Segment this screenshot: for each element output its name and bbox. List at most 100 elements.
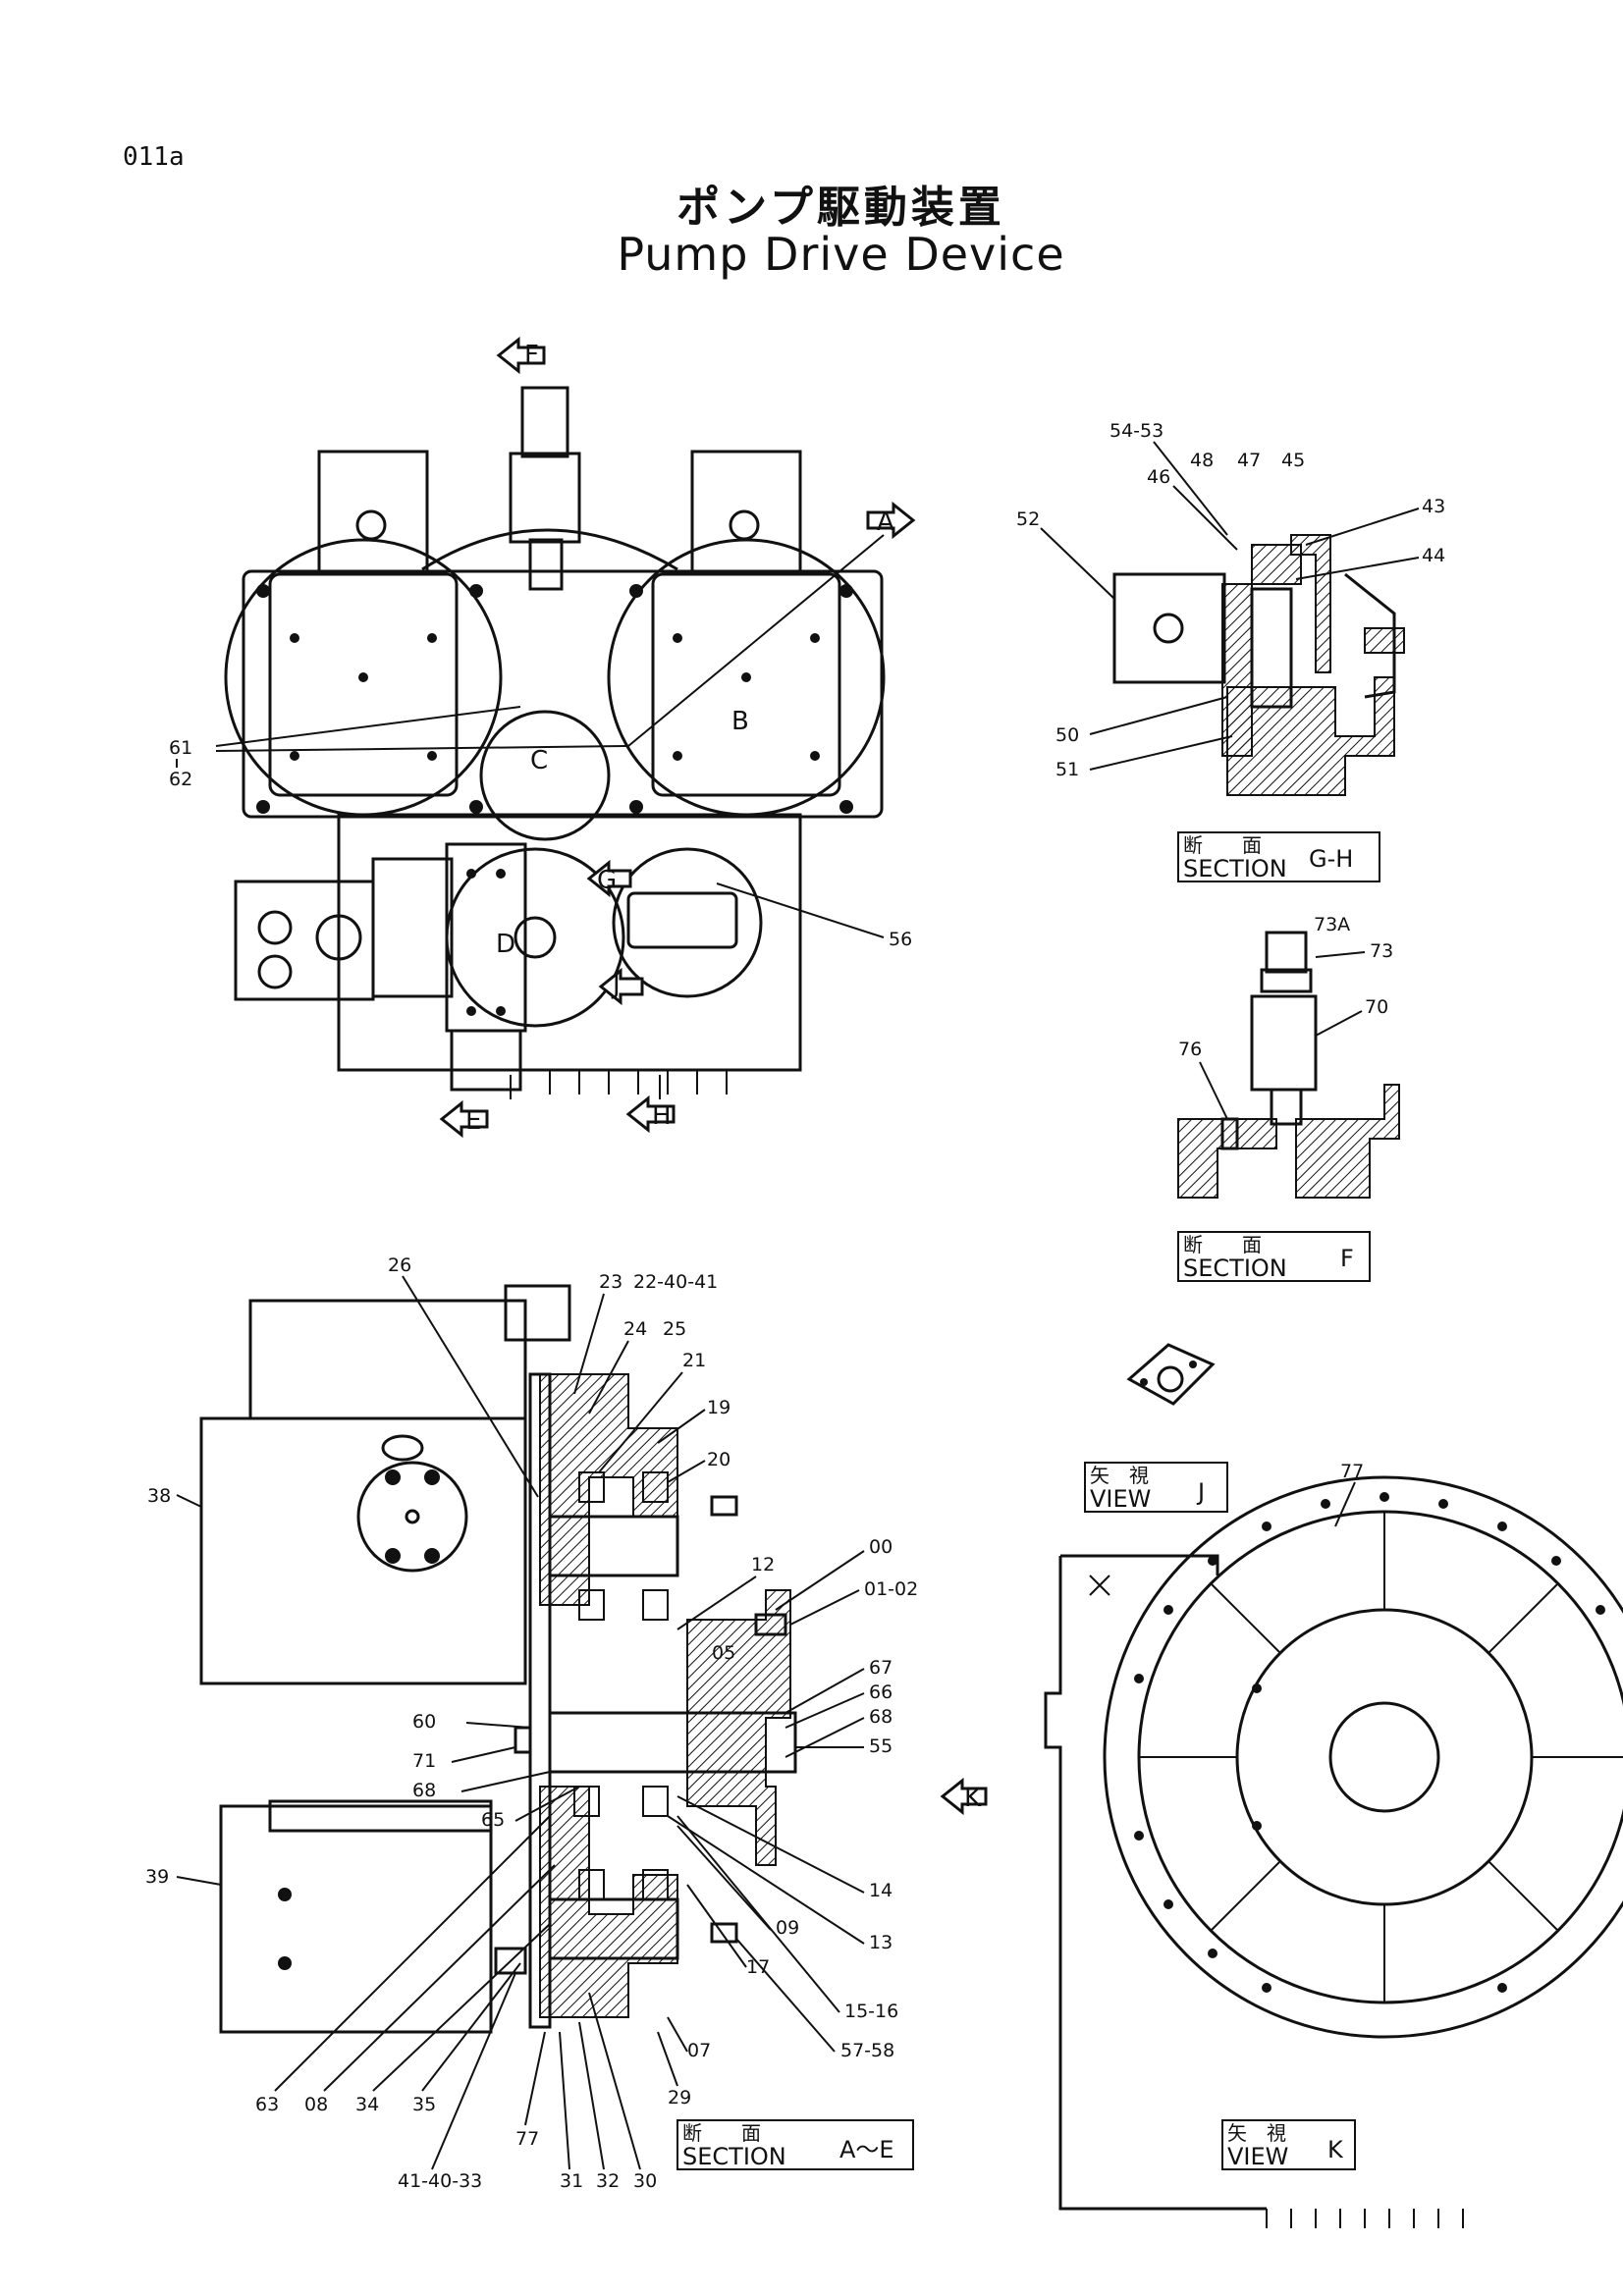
svg-text:矢 視: 矢 視 xyxy=(1090,1464,1149,1487)
view-j-label: 矢 視 VIEW J xyxy=(1084,1462,1228,1513)
svg-text:14: 14 xyxy=(869,1880,893,1901)
svg-text:30: 30 xyxy=(633,2170,657,2192)
svg-text:20: 20 xyxy=(707,1449,730,1470)
svg-text:44: 44 xyxy=(1422,545,1445,566)
svg-text:77: 77 xyxy=(515,2128,539,2150)
svg-text:08: 08 xyxy=(304,2094,328,2115)
svg-text:01-02: 01-02 xyxy=(864,1578,918,1600)
svg-text:47: 47 xyxy=(1237,450,1261,471)
svg-text:55: 55 xyxy=(869,1735,893,1757)
callout-56: 56 xyxy=(889,929,912,950)
section-ae-label: 断 面 SECTION A～E xyxy=(676,2119,914,2170)
svg-text:51: 51 xyxy=(1055,759,1079,780)
svg-text:43: 43 xyxy=(1422,496,1445,517)
svg-text:J: J xyxy=(1196,1478,1205,1506)
section-f-label: 断 面 SECTION F xyxy=(1177,1231,1371,1282)
arrow-h: H xyxy=(625,1095,676,1134)
label-b: B xyxy=(731,707,749,736)
svg-text:26: 26 xyxy=(388,1255,411,1276)
svg-text:F: F xyxy=(524,341,539,370)
svg-text:19: 19 xyxy=(707,1397,730,1418)
svg-text:38: 38 xyxy=(147,1485,171,1507)
svg-text:39: 39 xyxy=(145,1866,169,1888)
svg-text:35: 35 xyxy=(412,2094,436,2115)
svg-text:63: 63 xyxy=(255,2094,279,2115)
section-gh-label: 断 面 SECTION G-H xyxy=(1177,831,1380,882)
svg-text:断 面: 断 面 xyxy=(682,2121,761,2145)
section-f-callouts: 73A 73 70 76 xyxy=(1178,914,1393,1120)
svg-text:09: 09 xyxy=(776,1917,799,1939)
svg-text:J: J xyxy=(611,971,621,1000)
svg-text:25: 25 xyxy=(663,1318,686,1340)
svg-text:00: 00 xyxy=(869,1536,893,1558)
svg-text:G-H: G-H xyxy=(1309,845,1353,873)
svg-text:15-16: 15-16 xyxy=(844,2001,898,2022)
svg-text:68: 68 xyxy=(412,1780,436,1801)
title-english: Pump Drive Device xyxy=(617,228,1065,281)
svg-text:VIEW: VIEW xyxy=(1090,1485,1151,1513)
svg-text:76: 76 xyxy=(1178,1039,1202,1060)
arrow-f-top: F xyxy=(496,336,546,375)
callout-77-k: 77 xyxy=(1340,1461,1364,1482)
arrow-j-top: J xyxy=(598,967,644,1006)
svg-text:32: 32 xyxy=(596,2170,620,2192)
section-gh-callouts: 54-53 48 47 45 46 52 43 44 50 51 xyxy=(1016,420,1445,780)
section-gh-drawing xyxy=(1112,534,1405,796)
svg-text:48: 48 xyxy=(1190,450,1214,471)
svg-text:矢 視: 矢 視 xyxy=(1227,2121,1286,2145)
svg-text:23: 23 xyxy=(599,1271,622,1293)
svg-text:57-58: 57-58 xyxy=(840,2040,894,2061)
arrow-a: A xyxy=(866,501,916,540)
top-view-assembly xyxy=(224,386,886,1095)
svg-text:SECTION: SECTION xyxy=(1183,1255,1287,1282)
svg-text:67: 67 xyxy=(869,1657,893,1679)
svg-text:E: E xyxy=(465,1106,481,1136)
svg-text:F: F xyxy=(1340,1245,1354,1272)
svg-text:31: 31 xyxy=(560,2170,583,2192)
svg-text:46: 46 xyxy=(1147,466,1170,488)
label-c: C xyxy=(530,746,548,775)
svg-text:07: 07 xyxy=(687,2040,711,2061)
svg-text:73A: 73A xyxy=(1314,914,1350,935)
svg-text:断 面: 断 面 xyxy=(1183,833,1262,857)
svg-text:54-53: 54-53 xyxy=(1109,420,1163,442)
svg-text:VIEW: VIEW xyxy=(1227,2143,1288,2170)
svg-text:K: K xyxy=(964,1784,982,1813)
svg-text:50: 50 xyxy=(1055,724,1079,746)
view-k-label: 矢 視 VIEW K xyxy=(1221,2119,1356,2170)
arrow-k: K xyxy=(940,1777,988,1816)
callout-61: 61 xyxy=(169,737,192,759)
svg-text:68: 68 xyxy=(869,1706,893,1728)
svg-text:45: 45 xyxy=(1281,450,1305,471)
svg-text:17: 17 xyxy=(746,1956,770,1978)
svg-text:52: 52 xyxy=(1016,508,1040,530)
svg-text:H: H xyxy=(652,1101,672,1131)
svg-text:K: K xyxy=(1327,2136,1344,2163)
svg-text:60: 60 xyxy=(412,1711,436,1733)
section-ae-callouts: 26 23 22-40-41 24 25 21 19 20 38 12 00 0… xyxy=(145,1255,918,2192)
title-japanese: ポンプ駆動装置 xyxy=(676,183,1005,233)
svg-text:66: 66 xyxy=(869,1682,893,1703)
svg-text:A: A xyxy=(877,507,894,537)
svg-text:12: 12 xyxy=(751,1554,775,1575)
arrow-g: G xyxy=(586,859,632,898)
svg-text:21: 21 xyxy=(682,1350,706,1371)
arrow-e: E xyxy=(439,1099,489,1139)
svg-text:G: G xyxy=(597,866,617,895)
svg-text:22-40-41: 22-40-41 xyxy=(633,1271,718,1293)
svg-text:29: 29 xyxy=(668,2087,691,2109)
label-d: D xyxy=(496,930,515,959)
svg-text:05: 05 xyxy=(712,1642,735,1664)
callout-62: 62 xyxy=(169,769,192,790)
svg-text:65: 65 xyxy=(481,1809,505,1831)
svg-text:34: 34 xyxy=(355,2094,379,2115)
svg-text:41-40-33: 41-40-33 xyxy=(398,2170,482,2192)
svg-text:73: 73 xyxy=(1370,940,1393,962)
svg-text:SECTION: SECTION xyxy=(1183,855,1287,882)
svg-text:71: 71 xyxy=(412,1750,436,1772)
svg-text:70: 70 xyxy=(1365,996,1388,1018)
svg-text:24: 24 xyxy=(623,1318,647,1340)
svg-text:SECTION: SECTION xyxy=(682,2143,786,2170)
page-code: 011a xyxy=(123,142,185,172)
